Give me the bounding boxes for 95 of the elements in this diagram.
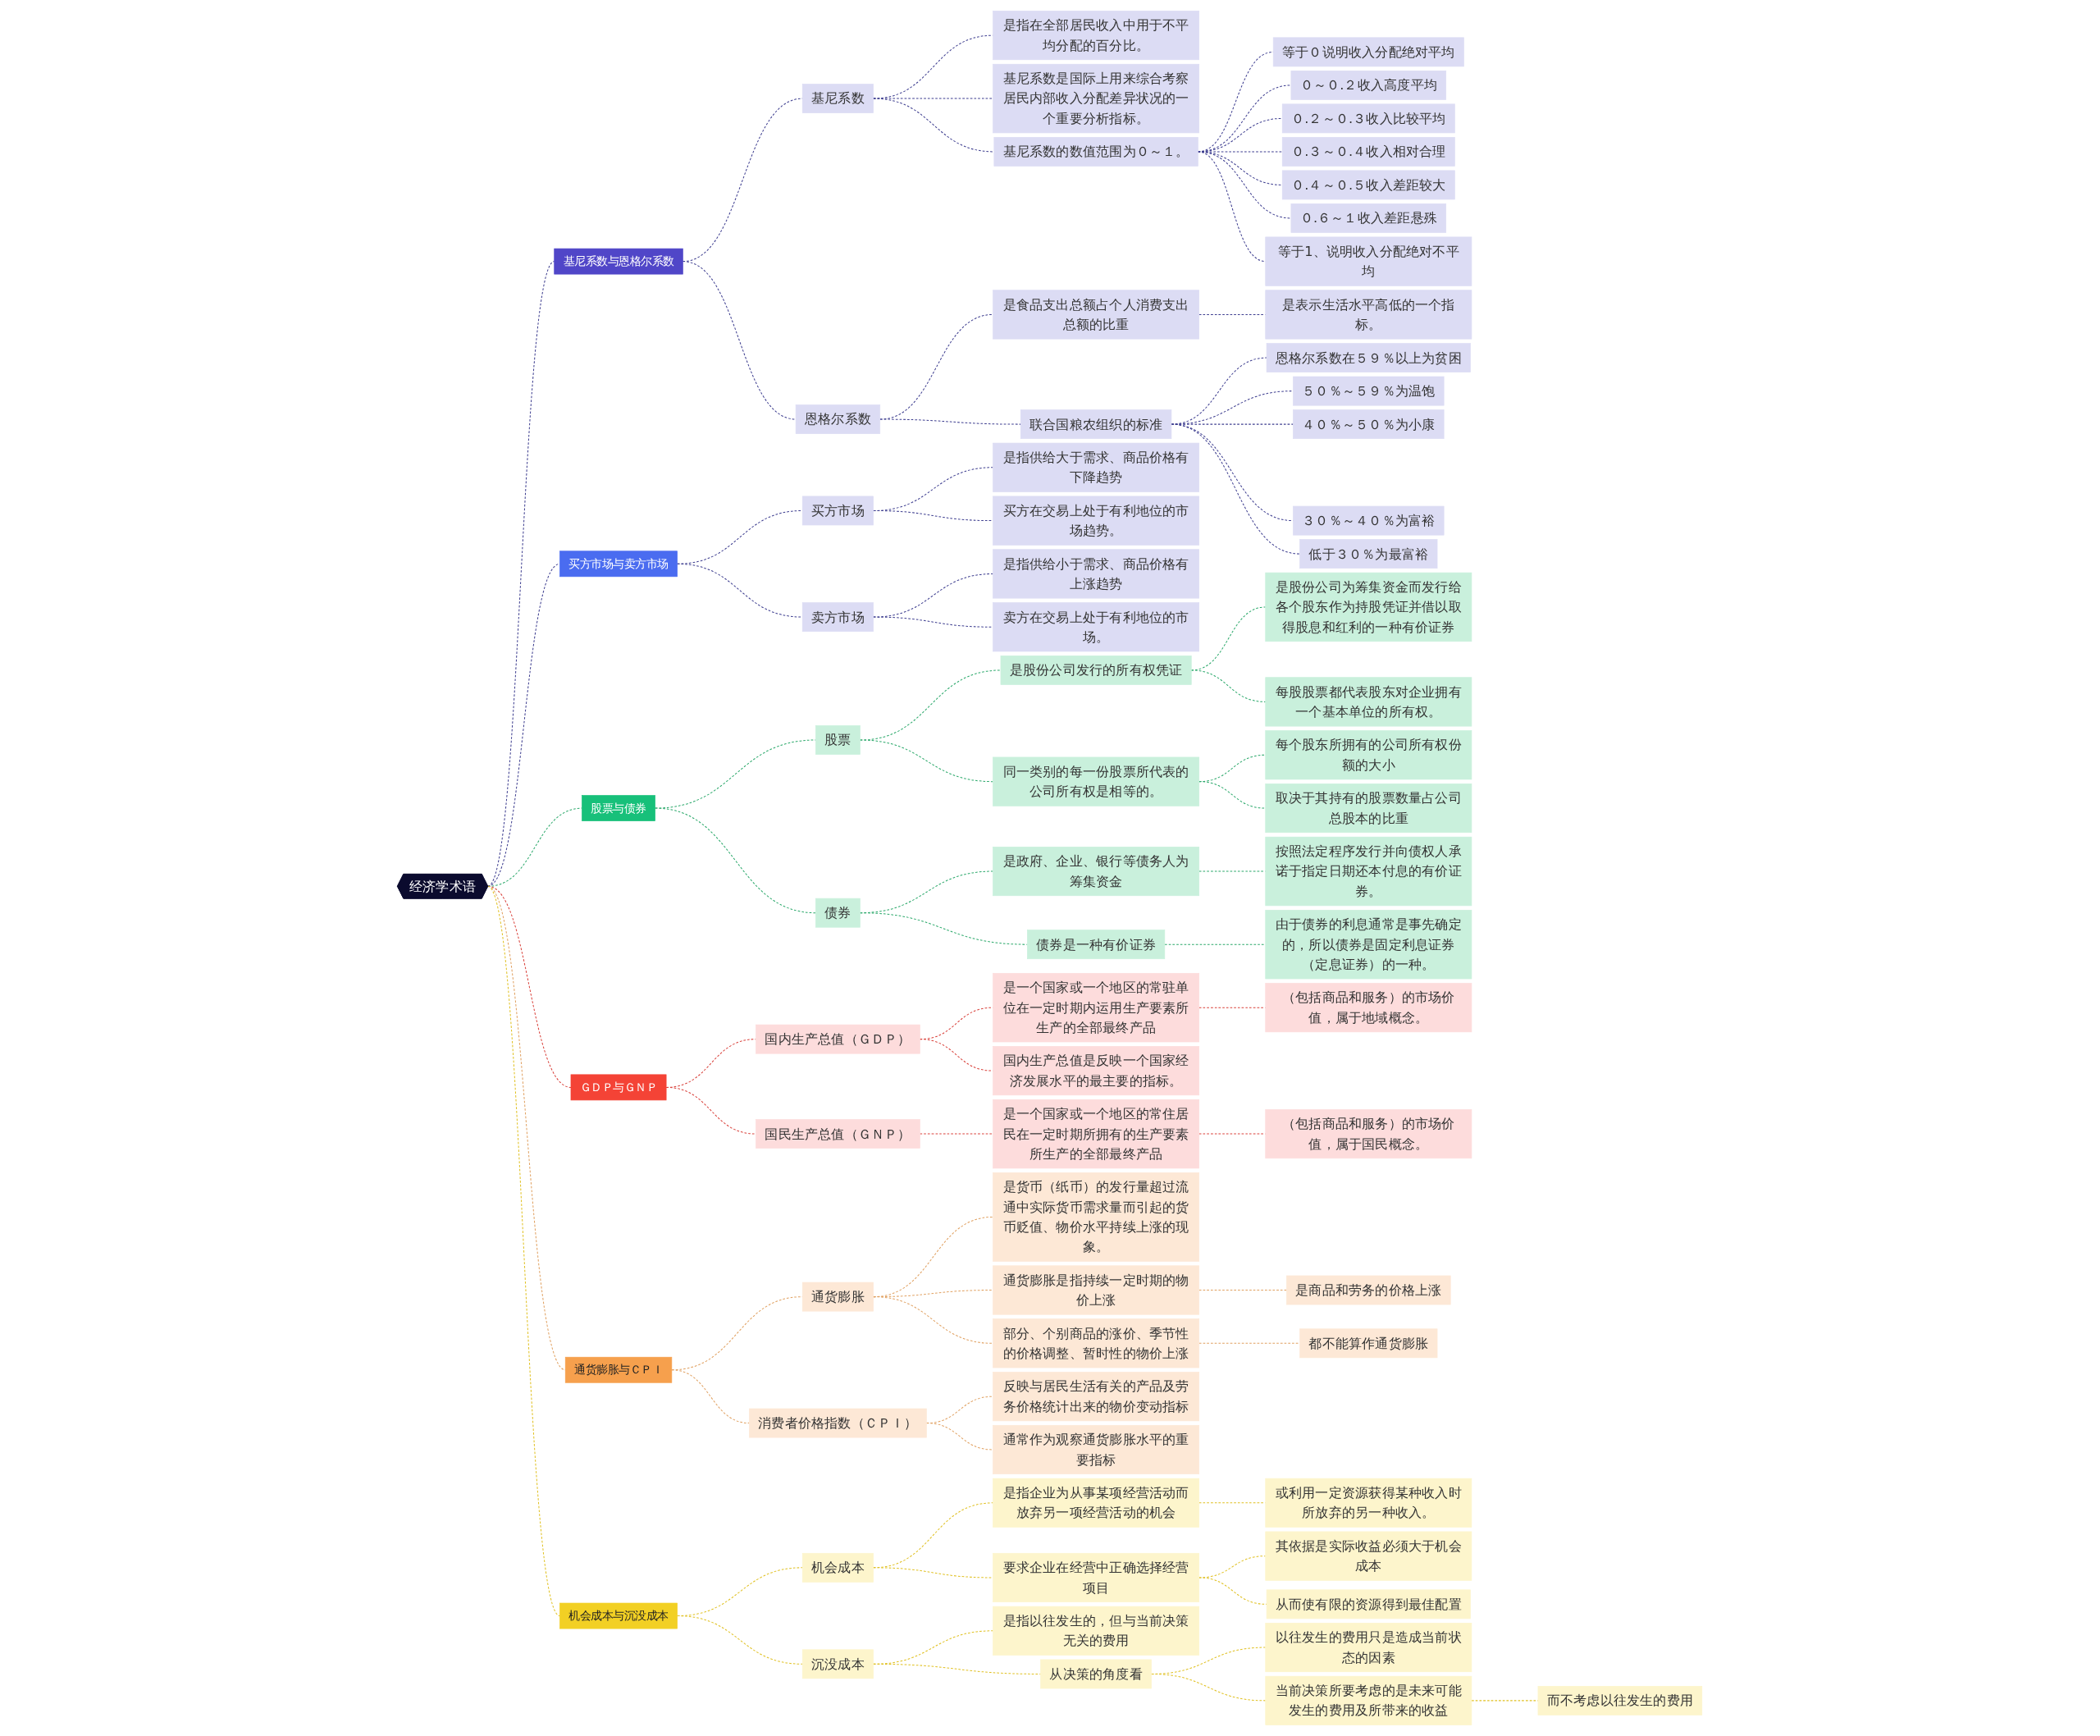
node-box: 通货膨胀: [802, 1281, 874, 1312]
node-box: 等于1、说明收入分配绝对不平均: [1265, 236, 1472, 286]
connector: [487, 885, 561, 1617]
node-box: ０.２～０.３收入比较平均: [1282, 103, 1456, 134]
node-box: ０.６～１收入差距悬殊: [1290, 203, 1447, 233]
node-box: 是指以往发生的，但与当前决策无关的费用: [993, 1606, 1200, 1656]
node-box: 债券: [815, 898, 861, 928]
node-box: 国民生产总值（ＧＮＰ）: [756, 1119, 921, 1149]
node-box: 从而使有限的资源得到最佳配置: [1267, 1589, 1472, 1620]
node-box: 国内生产总值（ＧＤＰ）: [756, 1024, 921, 1054]
node-box: 要求企业在经营中正确选择经营项目: [993, 1552, 1200, 1602]
node-box: 消费者价格指数（ＣＰＩ）: [749, 1408, 928, 1438]
node-box: 债券是一种有价证券: [1027, 930, 1166, 960]
node-box: 沉没成本: [802, 1649, 874, 1679]
connector: [926, 1423, 994, 1450]
node-box: ３０％～４０％为富裕: [1293, 505, 1445, 536]
node-box: ０.３～０.４收入相对合理: [1282, 137, 1456, 167]
node-box: 等于０说明收入分配绝对平均: [1273, 37, 1465, 67]
connector: [1198, 1342, 1301, 1344]
node-box: 每股股票都代表股东对企业拥有一个基本单位的所有权。: [1265, 677, 1472, 727]
node-box: ４０％～５０％为小康: [1293, 409, 1445, 439]
connector: [1191, 669, 1267, 702]
node-box: 从决策的角度看: [1040, 1659, 1153, 1689]
node-box: 是指供给小于需求、商品价格有上涨趋势: [993, 549, 1200, 599]
node-box: 或利用一定资源获得某种收入时所放弃的另一种收入。: [1265, 1478, 1472, 1528]
node-box: 部分、个别商品的涨价、季节性的价格调整、暂时性的物价上涨: [993, 1318, 1200, 1368]
node-box: 是股份公司发行的所有权凭证: [1001, 656, 1192, 685]
node-box: ０～０.２收入高度平均: [1290, 71, 1447, 100]
node-box: 买方市场与卖方市场: [559, 550, 678, 578]
node-box: 恩格尔系数: [796, 404, 881, 434]
node-box: 是指企业为从事某项经营活动而放弃另一项经营活动的机会: [993, 1478, 1200, 1528]
connector: [487, 563, 561, 887]
connector: [873, 98, 995, 153]
connector: [879, 418, 1022, 425]
node-box: 卖方在交易上处于有利地位的市场。: [993, 602, 1200, 652]
node-box: 反映与居民生活有关的产品及劳务价格统计出来的物价变动指标: [993, 1372, 1200, 1422]
node-box: 基尼系数: [802, 84, 874, 113]
node-box: 其依据是实际收益必须大于机会成本: [1265, 1531, 1472, 1581]
connector: [1171, 423, 1301, 555]
node-box: 是食品支出总额占个人消费支出总额的比重: [993, 290, 1200, 340]
node-box: ０.４～０.５收入差距较大: [1282, 170, 1456, 200]
node-box: 通货膨胀与ＣＰＩ: [565, 1356, 673, 1383]
node-box: 当前决策所要考虑的是未来可能发生的费用及所带来的收益: [1265, 1675, 1472, 1725]
connector: [1198, 151, 1292, 219]
node-box: 是表示生活水平高低的一个指标。: [1265, 290, 1472, 340]
node-box: 国内生产总值是反映一个国家经济发展水平的最主要的指标。: [993, 1046, 1200, 1096]
node-box: （包括商品和服务）的市场价值，属于地域概念。: [1265, 983, 1472, 1033]
node-box: 而不考虑以往发生的费用: [1538, 1686, 1703, 1715]
connector: [1171, 423, 1294, 522]
connector: [1164, 943, 1267, 945]
node-box: 是一个国家或一个地区的常住居民在一定时期所拥有的生产要素所生产的全部最终产品: [993, 1099, 1200, 1169]
node-box: 买方在交易上处于有利地位的市场趋势。: [993, 496, 1200, 546]
node-box: 每个股东所拥有的公司所有权份额的大小: [1265, 730, 1472, 780]
connector: [682, 261, 797, 420]
node-box: （包括商品和服务）的市场价值，属于国民概念。: [1265, 1109, 1472, 1159]
node-box: 通常作为观察通货膨胀水平的重要指标: [993, 1424, 1200, 1475]
connector: [1151, 1673, 1267, 1702]
node-box: 基尼系数的数值范围为０～１。: [993, 137, 1199, 167]
node-box: 由于债券的利息通常是事先确定的，所以债券是固定利息证券（定息证券）的一种。: [1265, 909, 1472, 980]
connector: [1171, 391, 1294, 425]
node-box: 都不能算作通货膨胀: [1299, 1328, 1438, 1359]
node-box: 机会成本与沉没成本: [559, 1602, 678, 1629]
node-box: 取决于其持有的股票数量占公司总股本的比重: [1265, 783, 1472, 834]
node-box: 联合国粮农组织的标准: [1020, 409, 1172, 439]
connector: [1198, 1290, 1288, 1291]
connector: [1171, 423, 1294, 425]
node-box: 是政府、企业、银行等债务人为筹集资金: [993, 847, 1200, 897]
node-box: 同一类别的每一份股票所代表的公司所有权是相等的。: [993, 756, 1200, 806]
node-box: 是指在全部居民收入中用于不平均分配的百分比。: [993, 11, 1200, 61]
connector: [1198, 781, 1267, 809]
node-box: 恩格尔系数在５９％以上为贫困: [1267, 343, 1472, 372]
node-box: 股票: [815, 725, 861, 755]
node-box: 股票与债券: [582, 795, 656, 821]
node-box: 低于３０％为最富裕: [1299, 539, 1438, 569]
connector: [1471, 1700, 1539, 1702]
node-box: 通货膨胀是指持续一定时期的物价上涨: [993, 1265, 1200, 1315]
connector: [666, 1086, 757, 1135]
connector: [1198, 151, 1267, 263]
connector: [860, 739, 994, 783]
node-box: 是商品和劳务的价格上涨: [1286, 1275, 1451, 1305]
node-box: 是一个国家或一个地区的常驻单位在一定时期内运用生产要素所生产的全部最终产品: [993, 972, 1200, 1043]
node-box: 买方市场: [802, 496, 874, 526]
node-box: 基尼系数是国际上用来综合考察居民内部收入分配差异状况的一个重要分析指标。: [993, 63, 1200, 134]
node-box: 基尼系数与恩格尔系数: [554, 248, 684, 275]
connector: [677, 563, 804, 618]
node-box: ５０％～５９％为温饱: [1293, 376, 1445, 406]
node-box: 按照法定程序发行并向债权人承诺于指定日期还本付息的有价证券。: [1265, 836, 1472, 907]
node-box: 以往发生的费用只是造成当前状态的因素: [1265, 1623, 1472, 1673]
node-box: 卖方市场: [802, 602, 874, 632]
node-box: 是指供给大于需求、商品价格有下降趋势: [993, 442, 1200, 492]
connector: [487, 261, 555, 887]
node-box: 机会成本: [802, 1552, 874, 1583]
node-box: 是货币（纸币）的发行量超过流通中实际货币需求量而引起的货币贬值、物价水平持续上涨的现象。: [993, 1172, 1200, 1262]
node-box: 是股份公司为筹集资金而发行给各个股东作为持股凭证并借以取得股息和红利的一种有价证券: [1265, 572, 1472, 642]
node-box: ＧＤＰ与ＧＮＰ: [571, 1074, 667, 1101]
